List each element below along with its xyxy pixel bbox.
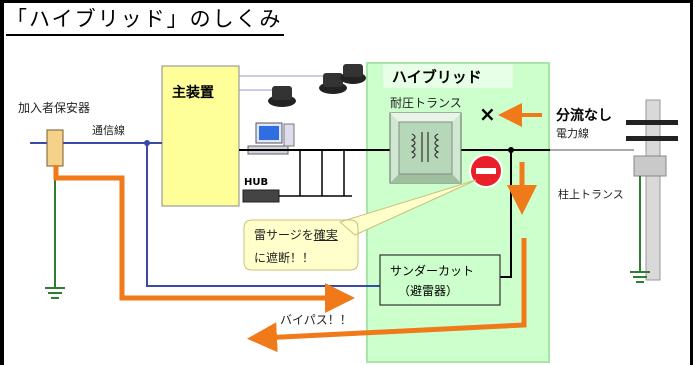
- telecom-bypass-loop: [146, 143, 390, 287]
- hybrid-label: ハイブリッド: [392, 68, 482, 86]
- telecom-line-label: 通信線: [92, 124, 125, 137]
- surge-callout-text-line2: に遮断！！: [254, 251, 315, 265]
- thunder-cut-label-line2: （避雷器）: [398, 284, 459, 298]
- bypass-arrow-out: [53, 165, 355, 313]
- thunder-cut-label-line1: サンダーカット: [390, 264, 475, 278]
- isolation-transformer-label: 耐圧トランス: [390, 96, 462, 110]
- bypass-label: バイパス！！: [280, 313, 352, 327]
- frame-border-right: [690, 0, 693, 365]
- surge-callout-bubble: [243, 179, 477, 271]
- telephone-icon: [340, 64, 366, 84]
- no-shunt-label: 分流なし: [556, 108, 612, 124]
- bypass-arrow-return: [247, 238, 527, 353]
- ground-icon: [630, 271, 650, 283]
- surge-callout-part1: 雷サージを: [254, 228, 314, 242]
- hybrid-title-tab: [383, 64, 513, 88]
- telephone-icon: [319, 73, 347, 94]
- frame-border-left: [0, 0, 4, 365]
- x-mark: ×: [479, 102, 496, 126]
- ground-icon: [45, 287, 65, 299]
- utility-pole-icon: [550, 99, 678, 281]
- subscriber-protector-label: 加入者保安器: [18, 101, 91, 115]
- hub-icon: [242, 150, 352, 203]
- thunder-cut-box: [379, 254, 501, 306]
- main-unit-label: 主装置: [172, 85, 214, 101]
- main-unit-box: [161, 65, 240, 207]
- transformer-coil-icon: [410, 132, 440, 162]
- isolation-transformer: [389, 112, 462, 184]
- frame-border-top: [0, 0, 693, 3]
- telephone-icon: [268, 86, 296, 107]
- diagram-title: 「ハイブリッド」のしくみ: [6, 4, 285, 36]
- stop-sign-icon: [469, 154, 503, 188]
- pole-transformer-label: 柱上トランス: [558, 188, 624, 201]
- surge-callout-text: 雷サージを確実: [254, 226, 338, 243]
- subscriber-protector: [46, 129, 64, 167]
- power-line-label: 電力線: [556, 127, 589, 140]
- hub-label: HUB: [244, 177, 269, 188]
- surge-callout-emphasis: 確実: [313, 228, 338, 242]
